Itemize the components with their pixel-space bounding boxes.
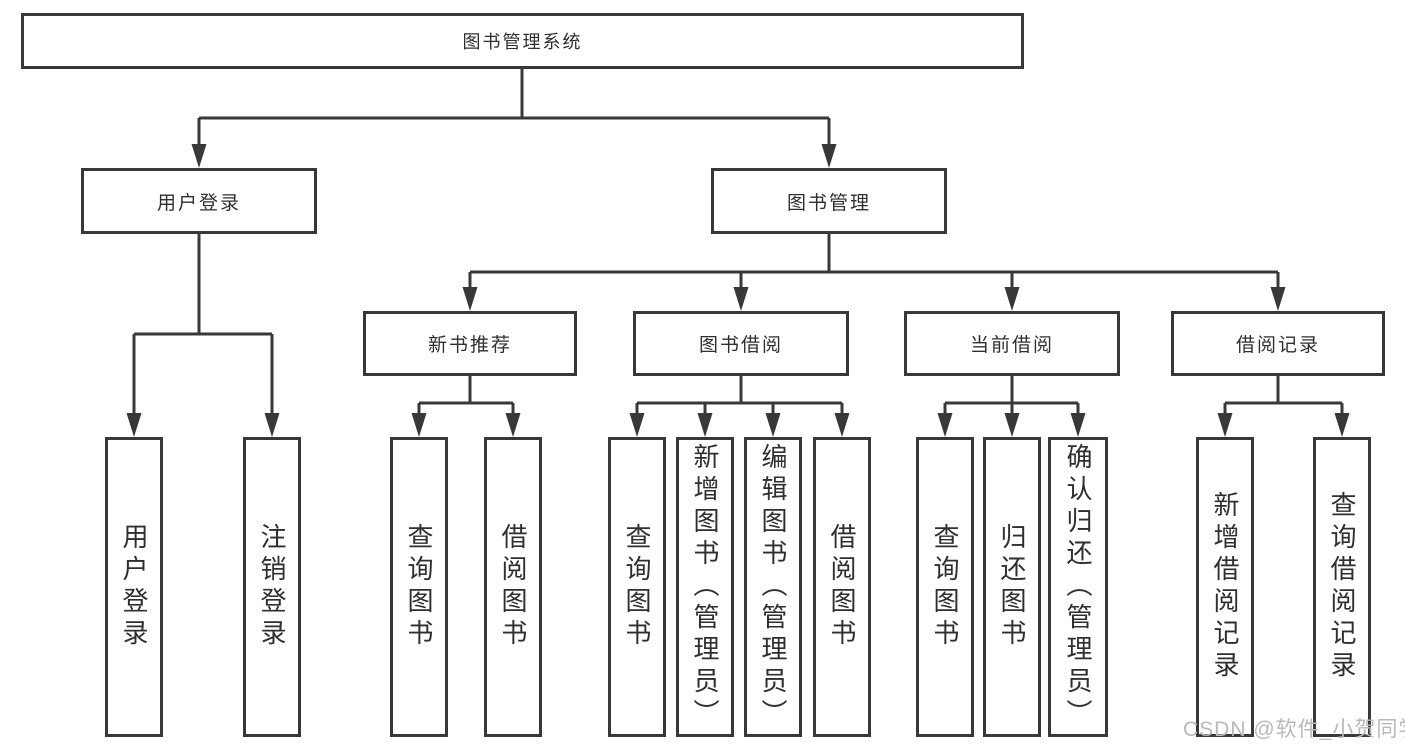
node-user-login: 用户登录	[81, 168, 317, 234]
node-current-borrowing: 当前借阅	[904, 311, 1120, 376]
leaf-confirm-return-admin: 确认归还（管理员）	[1048, 437, 1108, 737]
leaf-user-login: 用户登录	[105, 437, 163, 737]
node-root: 图书管理系统	[21, 13, 1024, 69]
arrowheads	[126, 144, 1350, 437]
leaf-add-book-admin: 新增图书（管理员）	[676, 437, 734, 737]
leaf-query-books-current: 查询图书	[916, 437, 974, 737]
leaf-borrow-books: 借阅图书	[813, 437, 871, 737]
node-new-book-recommend: 新书推荐	[363, 311, 577, 376]
csdn-watermark: CSDN @软件_小贺同学	[1183, 718, 1405, 741]
leaf-return-book: 归还图书	[983, 437, 1041, 737]
leaf-add-borrow-record: 新增借阅记录	[1196, 437, 1254, 737]
leaf-borrow-books-recommend: 借阅图书	[484, 437, 542, 737]
node-book-borrowing: 图书借阅	[633, 311, 849, 376]
leaf-logout: 注销登录	[243, 437, 301, 737]
node-book-management: 图书管理	[711, 168, 947, 234]
leaf-query-borrow-record: 查询借阅记录	[1313, 437, 1371, 737]
leaf-query-books-borrowing: 查询图书	[608, 437, 666, 737]
leaf-query-books-recommend: 查询图书	[390, 437, 448, 737]
node-borrowing-records: 借阅记录	[1171, 311, 1385, 376]
leaf-edit-book-admin: 编辑图书（管理员）	[744, 437, 802, 737]
